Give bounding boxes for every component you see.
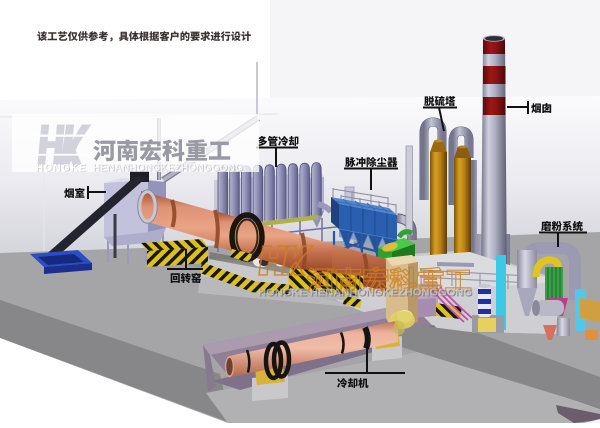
- svg-text:HONGKE: HONGKE: [37, 164, 87, 175]
- svg-text:HONGKE HENANHONGKEZHONGGONG: HONGKE HENANHONGKEZHONGGONG: [258, 287, 472, 299]
- svg-text:HENANHONGKEZHONGGONG: HENANHONGKEZHONGGONG: [93, 163, 243, 174]
- svg-text:HENANHONGKEZHONGGONG: HENANHONGKEZHONGGONG: [94, 164, 244, 175]
- svg-text:HONGKE HENANHONGKEZHONGGONG: HONGKE HENANHONGKEZHONGGONG: [259, 288, 473, 300]
- svg-text:HONGKE: HONGKE: [36, 163, 86, 174]
